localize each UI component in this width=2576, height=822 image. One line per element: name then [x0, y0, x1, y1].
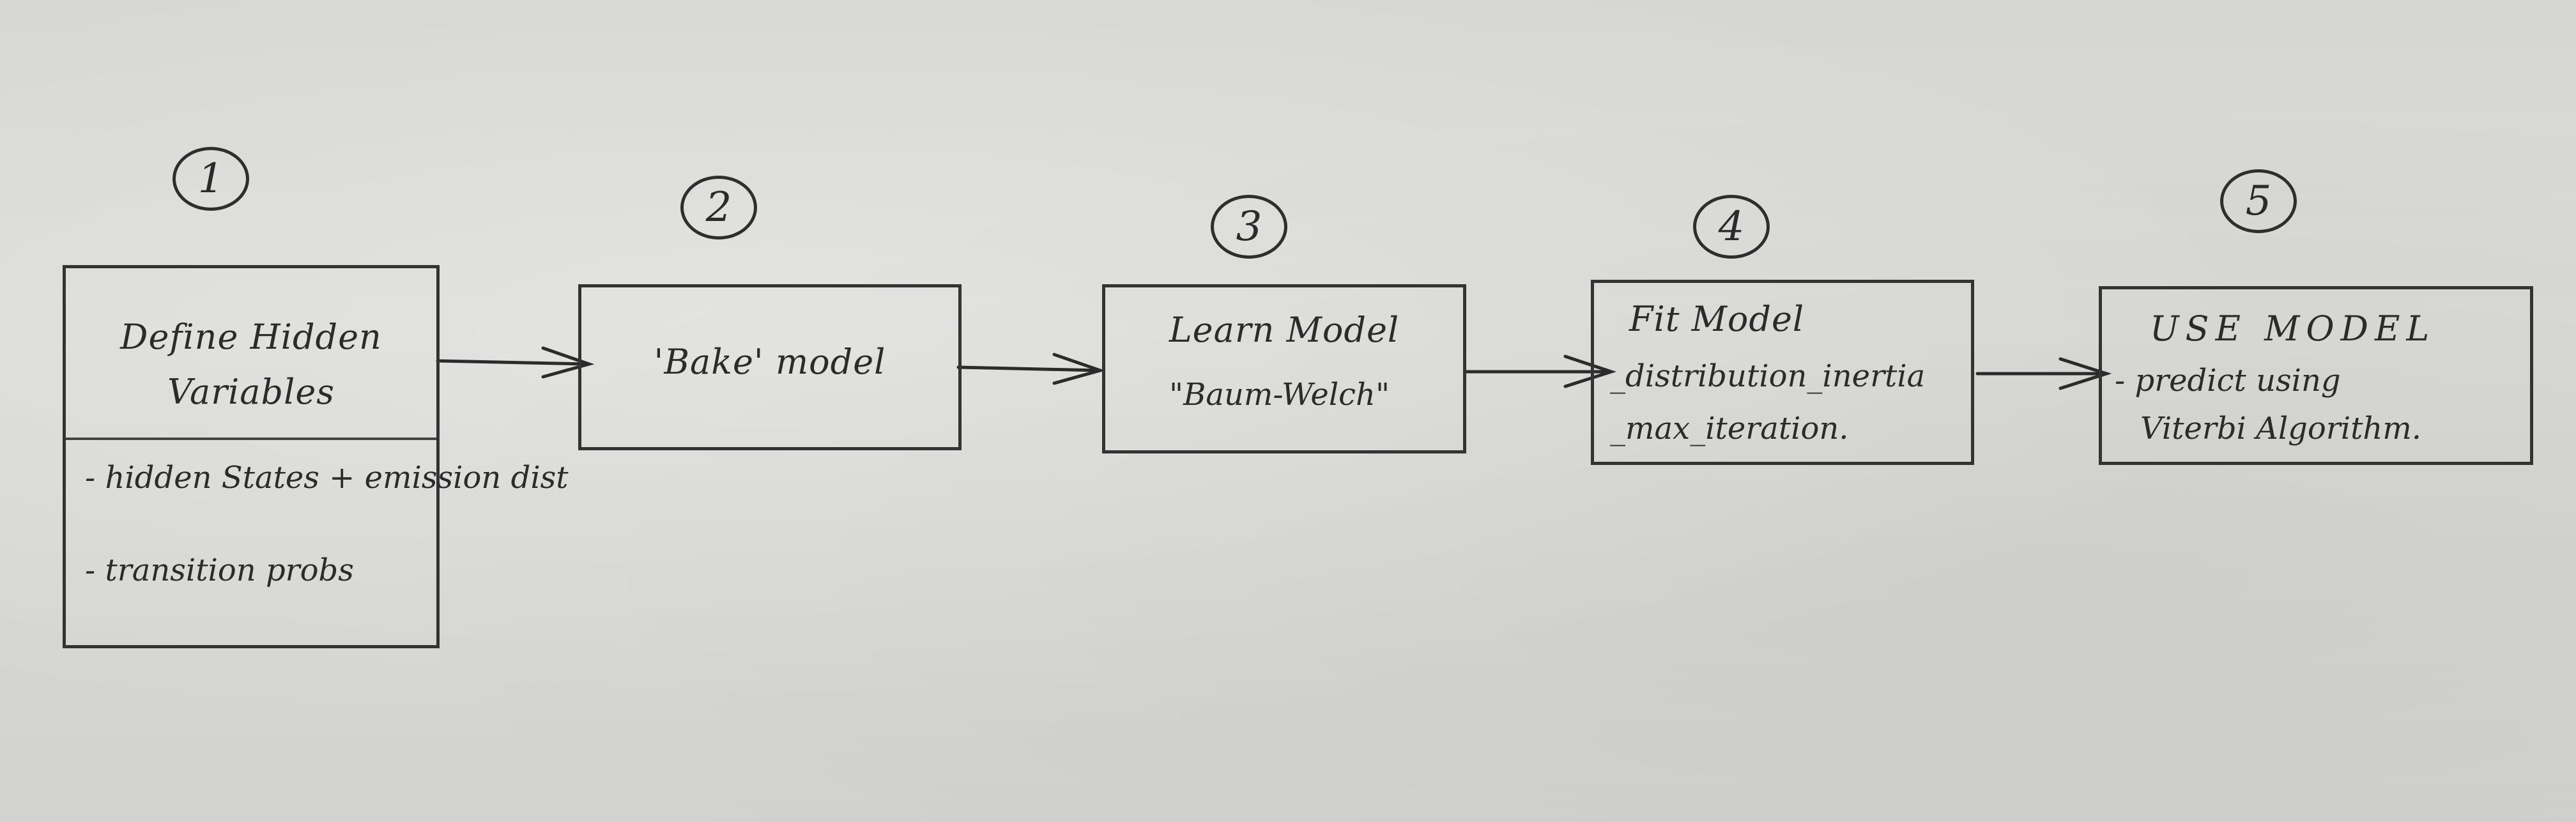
arrow-1-2	[436, 359, 590, 366]
step-3-number-text: 3	[1236, 203, 1262, 250]
step-5-item-2: Viterbi Algorithm.	[2140, 411, 2422, 446]
arrow-2-3	[956, 365, 1101, 372]
step-2-number: 2	[680, 176, 757, 240]
step-3-title: Learn Model	[1169, 310, 1400, 350]
step-5-box: USE MODEL - predict using Viterbi Algori…	[2099, 286, 2533, 465]
step-1-item-1: - hidden States + emission dist	[85, 460, 569, 496]
step-3-item-1: "Baum-Welch"	[1169, 377, 1390, 413]
step-2-box: 'Bake' model	[578, 284, 962, 450]
step-1-item-2: - transition probs	[85, 552, 354, 588]
step-1-number-text: 1	[197, 155, 224, 202]
arrow-2-3-head	[1052, 353, 1106, 385]
step-5-title: USE MODEL	[2150, 308, 2436, 349]
step-1-title: Define Hidden Variables	[120, 317, 382, 413]
step-4-title: Fit Model	[1629, 299, 1805, 339]
step-4-item-2: _max_iteration.	[1610, 411, 1849, 446]
step-2-number-text: 2	[705, 184, 732, 231]
step-5-item-1: - predict using	[2115, 363, 2341, 399]
step-5-number: 5	[2220, 169, 2297, 233]
step-4-number: 4	[1693, 195, 1770, 259]
arrow-1-2-head	[541, 346, 595, 379]
step-5-number-text: 5	[2245, 178, 2272, 225]
step-3-box: Learn Model "Baum-Welch"	[1102, 284, 1466, 453]
arrow-4-5-head	[2058, 357, 2112, 390]
step-2-title: 'Bake' model	[654, 342, 886, 382]
arrow-3-4-head	[1563, 354, 1617, 388]
step-4-number-text: 4	[1718, 203, 1745, 250]
step-1-box: Define Hidden Variables - hidden States …	[63, 265, 569, 648]
step-4-box: Fit Model _distribution_inertia _max_ite…	[1591, 280, 1974, 465]
step-1-number: 1	[172, 147, 249, 211]
step-1-divider	[66, 438, 436, 440]
step-3-number: 3	[1211, 195, 1287, 259]
step-4-item-1: _distribution_inertia	[1610, 358, 1926, 394]
